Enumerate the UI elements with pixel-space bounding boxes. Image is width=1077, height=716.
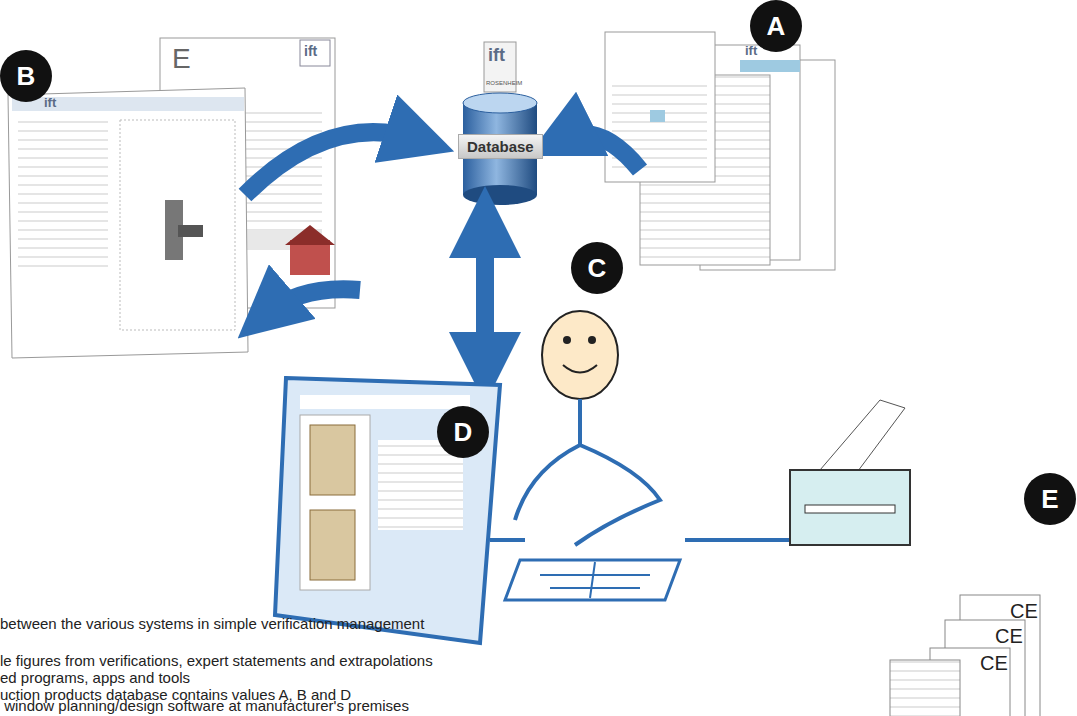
callout-letter: E: [1041, 484, 1058, 515]
monitor: [275, 378, 500, 643]
callout-circle: E: [1024, 473, 1076, 525]
user-figure: [490, 311, 800, 600]
caption-line: between the various systems in simple ve…: [0, 616, 424, 633]
callout-letter: D: [454, 417, 473, 448]
ce-mark: CE: [995, 625, 1023, 647]
callout-circle: C: [571, 242, 623, 294]
callout-circle: D: [437, 406, 489, 458]
database-icon: [463, 42, 537, 205]
callout-letter: B: [17, 61, 36, 92]
callout-letter: A: [767, 11, 786, 42]
callout-letter: C: [588, 253, 607, 284]
logo-text: ift: [745, 44, 757, 58]
logo-text: E: [172, 44, 191, 75]
software-screen: [8, 88, 248, 358]
caption-line: ed programs, apps and tools: [0, 670, 190, 687]
ce-mark: CE: [980, 652, 1008, 674]
caption-line: window planning/design software at manuf…: [0, 698, 409, 715]
logo-text: ift: [304, 44, 317, 59]
logo-text: ift: [488, 46, 505, 66]
caption-line: le figures from verifications, expert st…: [0, 653, 433, 670]
node-text: Database: [467, 138, 534, 155]
ce-mark: CE: [1010, 600, 1038, 622]
verification-documents: [605, 32, 835, 270]
callout-circle: B: [0, 50, 52, 102]
printer: [790, 400, 910, 545]
ce-declarations: [890, 595, 1040, 716]
database-label: Database: [458, 134, 543, 159]
logo-text: ROSENHEIM: [486, 80, 522, 87]
callout-circle: A: [750, 0, 802, 52]
logo-text: ift: [44, 96, 56, 110]
